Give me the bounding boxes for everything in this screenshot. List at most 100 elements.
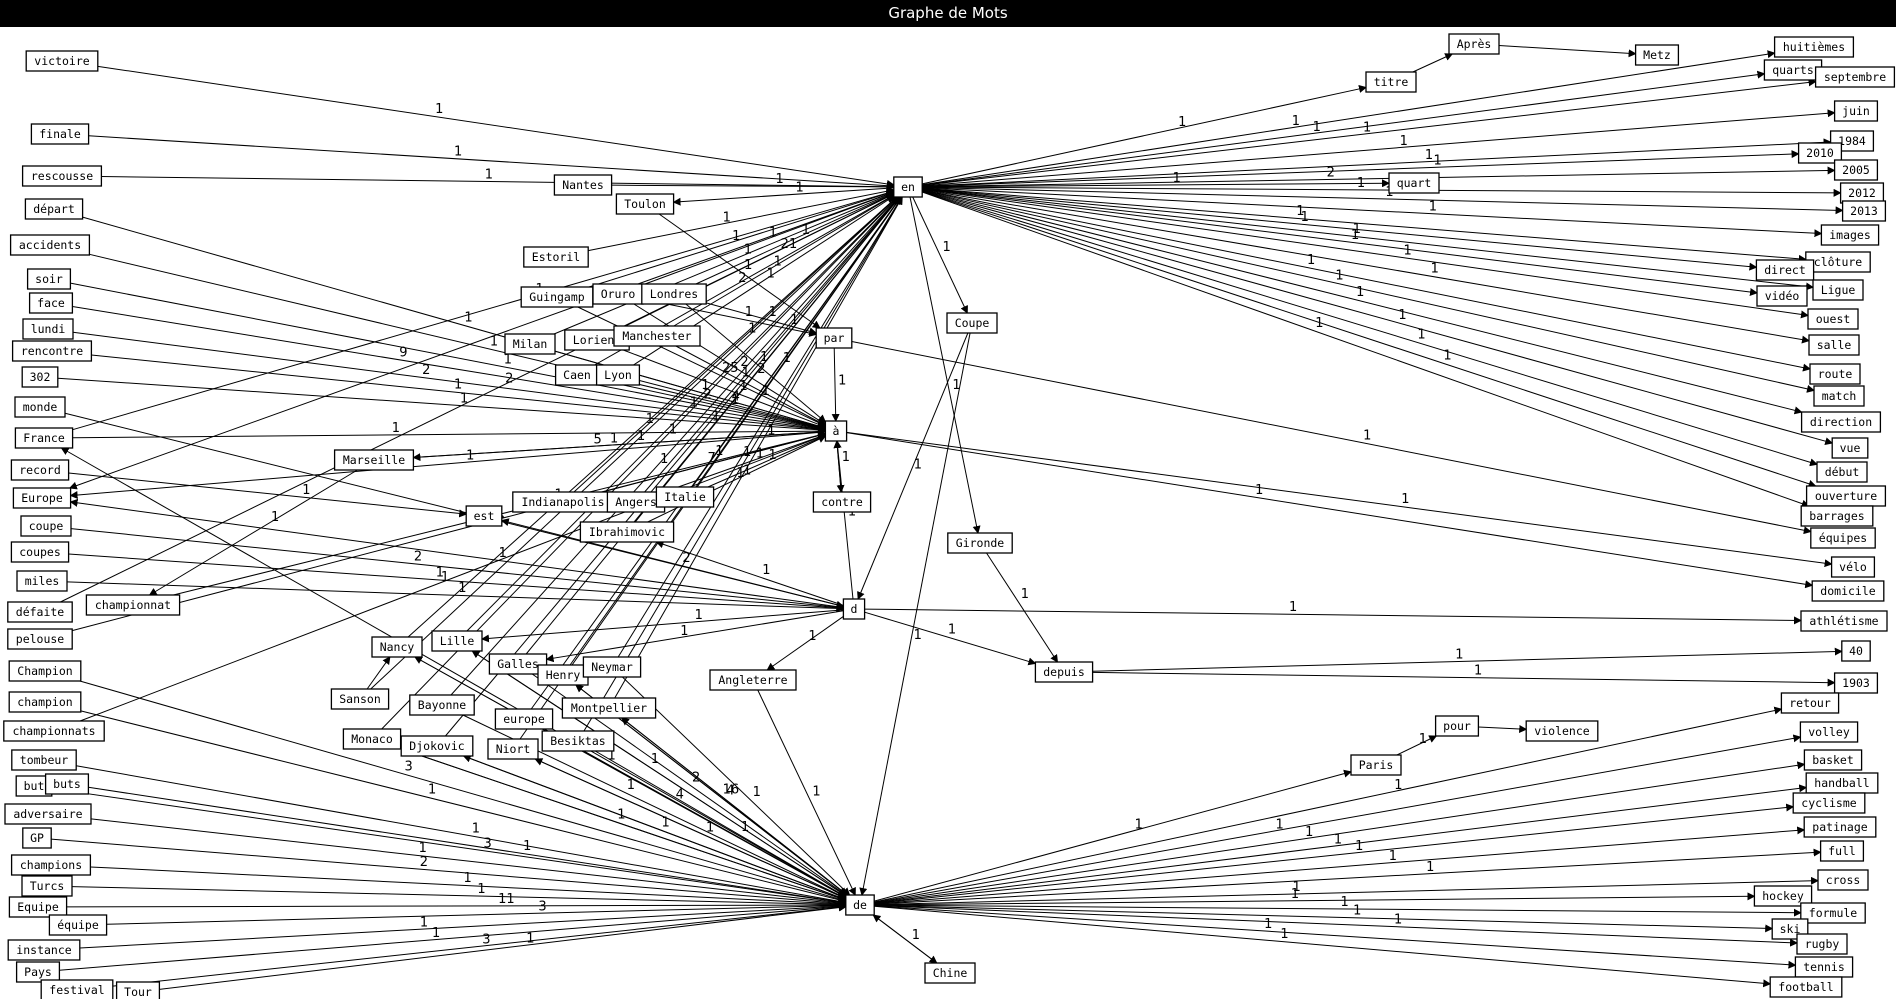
word-node-right-top[interactable]: 1984 bbox=[1829, 130, 1875, 152]
word-node-right-top[interactable]: athlétisme bbox=[1800, 610, 1888, 632]
word-node-right-top[interactable]: 2010 bbox=[1797, 142, 1843, 164]
word-node-right-top[interactable]: équipes bbox=[1810, 527, 1876, 549]
word-node-left[interactable]: Pays bbox=[15, 961, 61, 983]
word-node-left[interactable]: Europe bbox=[12, 487, 72, 509]
word-node-right-top[interactable]: ouest bbox=[1807, 308, 1859, 330]
word-node-right-top[interactable]: vélo bbox=[1830, 556, 1876, 578]
word-node-right-top[interactable]: vue bbox=[1831, 437, 1869, 459]
word-node-right-bottom[interactable]: tennis bbox=[1794, 956, 1854, 978]
word-node-right-bottom[interactable]: volley bbox=[1799, 721, 1859, 743]
word-node-middle[interactable]: Marseille bbox=[333, 449, 415, 471]
word-node-middle[interactable]: europe bbox=[494, 708, 554, 730]
word-node-left[interactable]: monde bbox=[14, 396, 66, 418]
word-node-middle[interactable]: Lyon bbox=[595, 364, 641, 386]
word-node-middle[interactable]: Oruro bbox=[592, 283, 644, 305]
word-node-middle[interactable]: Milan bbox=[504, 333, 556, 355]
word-node-hub[interactable]: à bbox=[824, 420, 848, 442]
word-node-left[interactable]: 302 bbox=[21, 366, 59, 388]
word-node-middle[interactable]: Galles bbox=[488, 653, 548, 675]
word-node-hub[interactable]: quart bbox=[1388, 172, 1440, 194]
word-node-right-bottom[interactable]: formule bbox=[1800, 902, 1866, 924]
word-node-right-bottom[interactable]: cross bbox=[1817, 869, 1869, 891]
word-node-middle[interactable]: Toulon bbox=[615, 193, 675, 215]
word-node-right-top[interactable]: 40 bbox=[1841, 640, 1871, 662]
word-node-hub[interactable]: en bbox=[893, 176, 923, 198]
word-node-left[interactable]: pelouse bbox=[7, 628, 73, 650]
word-node-right-bottom[interactable]: football bbox=[1769, 976, 1843, 998]
word-node-left[interactable]: départ bbox=[24, 198, 84, 220]
word-node-middle[interactable]: Sanson bbox=[330, 688, 390, 710]
word-node-middle[interactable]: Henry bbox=[537, 664, 589, 686]
word-node-right-bottom[interactable]: basket bbox=[1803, 749, 1863, 771]
word-node-left[interactable]: coupe bbox=[20, 515, 72, 537]
word-node-right-top[interactable]: quarts bbox=[1763, 59, 1823, 81]
word-node-right-top[interactable]: début bbox=[1816, 461, 1868, 483]
word-node-hub[interactable]: d bbox=[842, 598, 866, 620]
word-node-middle[interactable]: Montpellier bbox=[561, 697, 657, 719]
word-node-middle[interactable]: Djokovic bbox=[400, 735, 474, 757]
word-node-left[interactable]: coupes bbox=[10, 541, 70, 563]
word-node-right-top[interactable]: images bbox=[1820, 224, 1880, 246]
word-node-hub[interactable]: Coupe bbox=[946, 312, 998, 334]
word-node-right-top[interactable]: 2013 bbox=[1841, 200, 1887, 222]
word-node-hub[interactable]: par bbox=[815, 327, 853, 349]
word-node-right-top[interactable]: salle bbox=[1808, 334, 1860, 356]
word-node-hub[interactable]: Après bbox=[1448, 33, 1500, 55]
word-node-right-bottom[interactable]: rugby bbox=[1796, 933, 1848, 955]
word-node-left[interactable]: France bbox=[14, 427, 74, 449]
word-node-middle[interactable]: Monaco bbox=[342, 728, 402, 750]
word-node-left[interactable]: Champion bbox=[8, 660, 82, 682]
word-node-middle[interactable]: Estoril bbox=[523, 246, 589, 268]
word-node-right-top[interactable]: match bbox=[1813, 385, 1865, 407]
word-node-middle[interactable]: Manchester bbox=[613, 325, 701, 347]
word-node-middle[interactable]: Londres bbox=[641, 283, 707, 305]
word-node-middle[interactable]: Indianapolis bbox=[512, 491, 614, 513]
word-node-middle[interactable]: Neymar bbox=[582, 656, 642, 678]
word-node-hub[interactable]: Chine bbox=[924, 962, 976, 984]
word-node-left[interactable]: face bbox=[28, 292, 74, 314]
word-node-middle[interactable]: Italie bbox=[655, 486, 715, 508]
word-node-right-top[interactable]: direct bbox=[1755, 259, 1815, 281]
word-node-middle[interactable]: Caen bbox=[554, 364, 600, 386]
word-node-left[interactable]: équipe bbox=[48, 914, 108, 936]
word-node-right-bottom[interactable]: cyclisme bbox=[1792, 792, 1866, 814]
word-node-left[interactable]: tombeur bbox=[11, 749, 77, 771]
word-node-right-top[interactable]: Ligue bbox=[1812, 279, 1864, 301]
word-node-middle[interactable]: Nancy bbox=[371, 636, 423, 658]
word-node-middle[interactable]: Lille bbox=[431, 630, 483, 652]
word-node-right-top[interactable]: route bbox=[1809, 363, 1861, 385]
word-node-hub[interactable]: titre bbox=[1365, 71, 1417, 93]
word-node-left[interactable]: championnats bbox=[3, 720, 105, 742]
word-node-hub[interactable]: pour bbox=[1434, 715, 1480, 737]
word-node-left[interactable]: adversaire bbox=[4, 803, 92, 825]
word-node-right-top[interactable]: direction bbox=[1800, 411, 1882, 433]
word-node-hub[interactable]: Paris bbox=[1350, 754, 1402, 776]
word-node-hub[interactable]: est bbox=[465, 505, 503, 527]
word-node-middle[interactable]: Guingamp bbox=[520, 286, 594, 308]
word-node-middle[interactable]: Bayonne bbox=[409, 694, 475, 716]
word-node-hub[interactable]: Gironde bbox=[947, 532, 1013, 554]
word-node-right-top[interactable]: domicile bbox=[1811, 580, 1885, 602]
word-node-hub[interactable]: depuis bbox=[1034, 661, 1094, 683]
word-node-left[interactable]: but bbox=[15, 775, 53, 797]
word-node-left[interactable]: Tour bbox=[115, 981, 161, 999]
word-node-middle[interactable]: championnat bbox=[85, 594, 181, 616]
word-node-right-bottom[interactable]: full bbox=[1819, 840, 1865, 862]
word-node-hub[interactable]: violence bbox=[1525, 720, 1599, 742]
word-node-left[interactable]: lundi bbox=[22, 318, 74, 340]
word-node-left[interactable]: accidents bbox=[9, 234, 91, 256]
word-node-left[interactable]: GP bbox=[22, 827, 52, 849]
word-node-middle[interactable]: Nantes bbox=[553, 174, 613, 196]
word-node-middle[interactable]: Ibrahimovic bbox=[579, 521, 675, 543]
word-node-left[interactable]: buts bbox=[44, 773, 90, 795]
word-node-right-top[interactable]: septembre bbox=[1814, 66, 1896, 88]
word-node-right-bottom[interactable]: handball bbox=[1805, 772, 1879, 794]
word-node-left[interactable]: festival bbox=[40, 979, 114, 999]
word-node-left[interactable]: finale bbox=[30, 123, 90, 145]
word-node-right-top[interactable]: clôture bbox=[1805, 251, 1871, 273]
word-node-hub[interactable]: Metz bbox=[1634, 44, 1680, 66]
word-node-left[interactable]: Turcs bbox=[21, 875, 73, 897]
word-node-left[interactable]: soir bbox=[26, 268, 72, 290]
word-node-right-top[interactable]: huitièmes bbox=[1773, 36, 1855, 58]
word-node-left[interactable]: victoire bbox=[25, 50, 99, 72]
